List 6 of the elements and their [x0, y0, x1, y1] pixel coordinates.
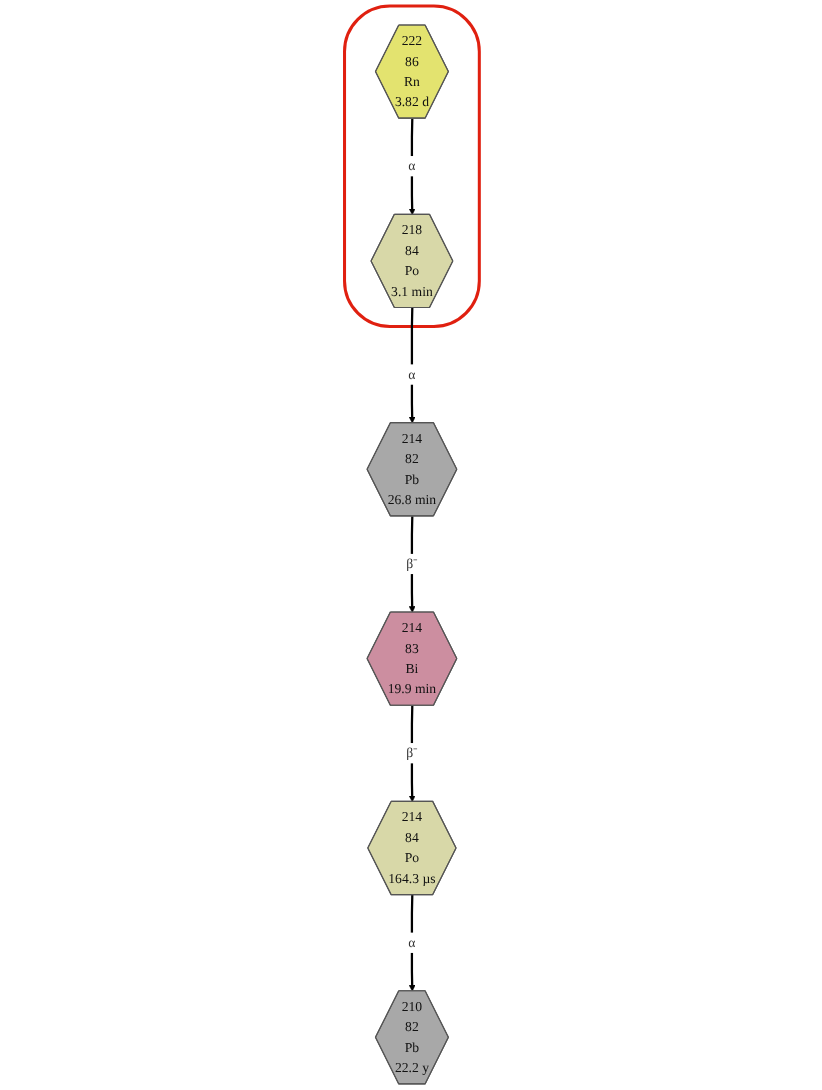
arrow — [407, 894, 415, 992]
cluster — [342, 4, 480, 328]
arrow — [407, 516, 415, 613]
arrow — [407, 307, 415, 424]
arrow — [407, 118, 415, 216]
arrow — [407, 705, 415, 803]
